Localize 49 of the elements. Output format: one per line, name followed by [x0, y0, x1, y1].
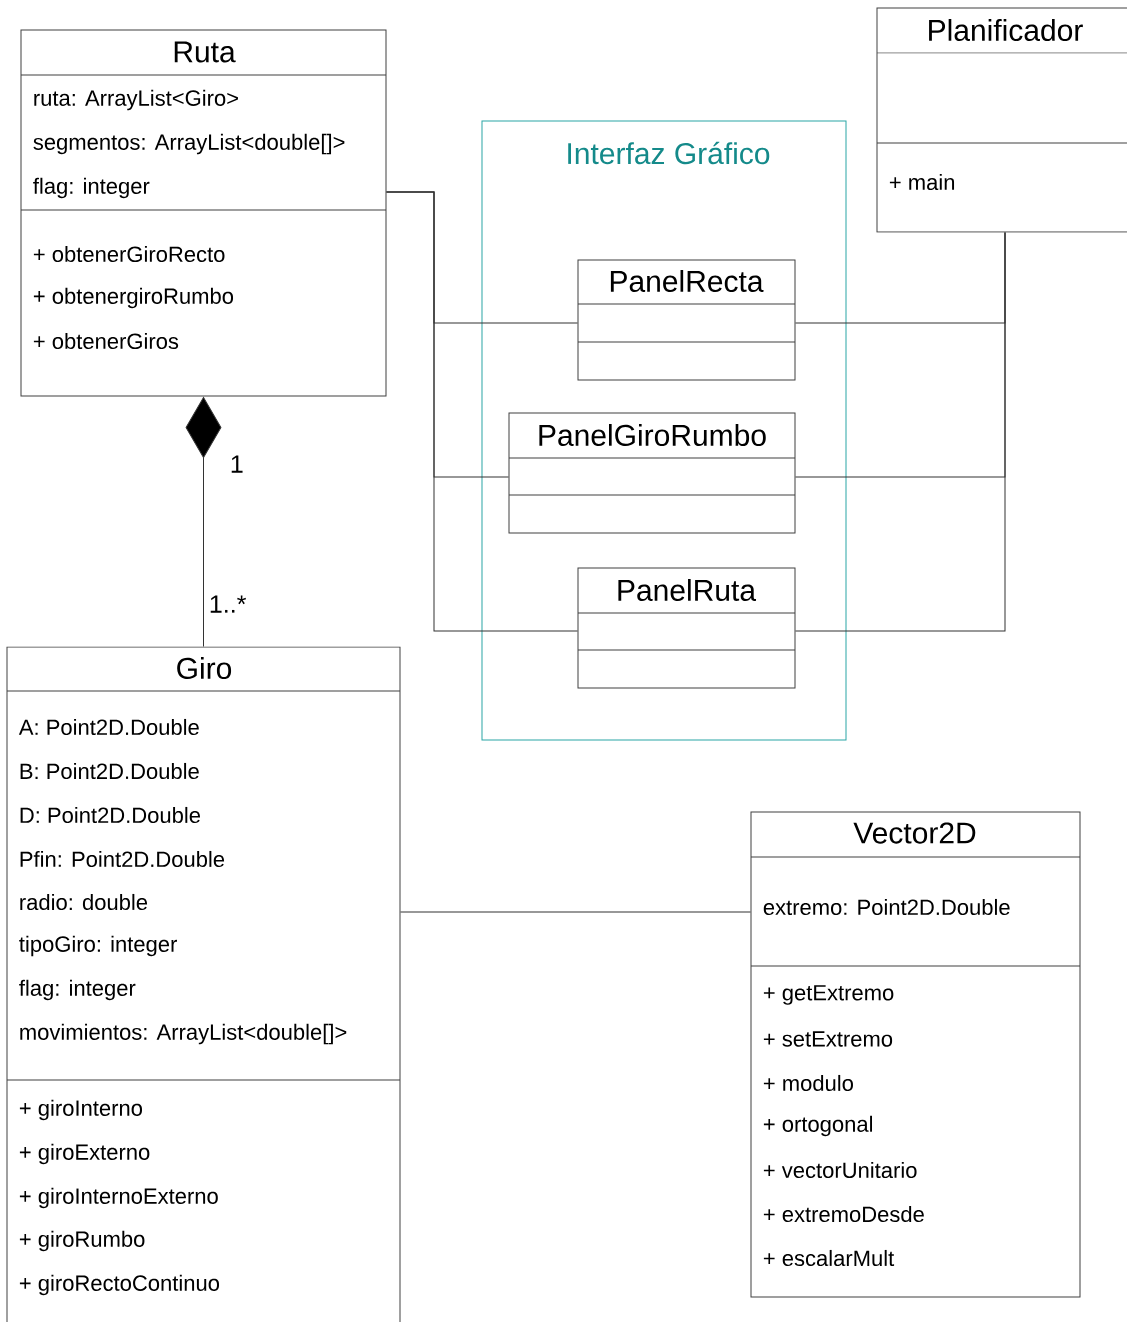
class-name: PanelGiroRumbo: [539, 424, 766, 447]
method-text: + modulo: [763, 1074, 853, 1092]
multiplicity-label: 1..*: [210, 595, 247, 613]
method-text: + giroRectoContinuo: [19, 1274, 220, 1296]
class-name: Planificador: [929, 19, 1083, 42]
attribute-text: tipoGiro: integer: [19, 935, 177, 957]
method-text: + ortogonal: [763, 1115, 872, 1137]
method-text: + giroRumbo: [19, 1230, 145, 1252]
attribute-text: D: Point2D.Double: [20, 806, 200, 824]
method-text: + giroExterno: [19, 1143, 150, 1165]
attribute-text: segmentos: ArrayList<double[]>: [33, 133, 345, 155]
method-text: + giroInterno: [19, 1099, 142, 1121]
method-text: + getExtremo: [763, 985, 894, 1005]
class-name: Giro: [177, 657, 232, 680]
method-text: + obtenergiroRumbo: [33, 287, 234, 309]
class-box: [577, 567, 796, 689]
class-name: PanelRuta: [618, 579, 757, 602]
attribute-text: B: Point2D.Double: [20, 762, 199, 780]
attribute-text: flag: integer: [19, 979, 136, 1001]
attribute-text: flag: integer: [33, 177, 150, 199]
attribute-text: extremo: Point2D.Double: [763, 898, 1010, 916]
attribute-text: movimientos: ArrayList<double[]>: [20, 1023, 347, 1045]
method-text: + escalarMult: [763, 1249, 895, 1267]
class-name: Vector2D: [853, 822, 976, 844]
method-text: + extremoDesde: [763, 1205, 924, 1223]
method-text: + obtenerGiroRecto: [33, 245, 225, 263]
association-line: [400, 911, 751, 913]
class-box: [876, 7, 1127, 233]
class-name: Ruta: [174, 41, 236, 63]
multiplicity-label: 1: [231, 455, 243, 473]
method-text: + setExtremo: [763, 1031, 893, 1047]
method-text: + giroInternoExterno: [19, 1187, 218, 1209]
attribute-text: Pfin: Point2D.Double: [20, 850, 225, 868]
class-box: [20, 29, 387, 397]
attribute-text: A: Point2D.Double: [18, 718, 199, 736]
attribute-text: ruta: ArrayList<Giro>: [34, 89, 238, 111]
class-box: [6, 646, 401, 1322]
method-text: + vectorUnitario: [763, 1161, 917, 1179]
class-box: [750, 811, 1081, 1298]
method-text: + obtenerGiros: [33, 332, 179, 350]
class-name: Interfaz Gráfico: [568, 141, 770, 165]
composition-line: [185, 397, 222, 647]
attribute-text: radio: double: [20, 893, 148, 911]
class-box: [508, 412, 796, 534]
class-name: PanelRecta: [610, 270, 764, 293]
association-line: [795, 232, 1006, 632]
method-text: + main: [889, 173, 955, 191]
class-box: [577, 259, 796, 381]
association-line: [386, 191, 578, 632]
